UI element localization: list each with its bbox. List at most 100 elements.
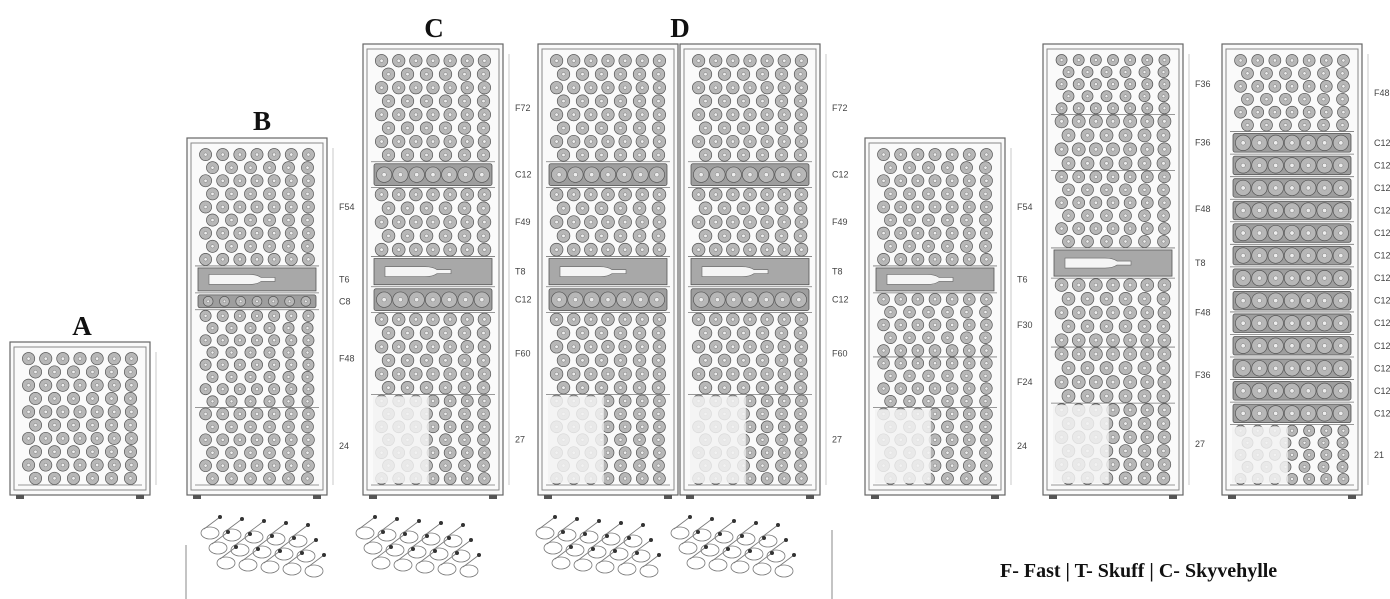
bottle-neck	[915, 205, 920, 209]
bottle-neck	[210, 375, 215, 379]
zone-label: C12	[1374, 296, 1390, 306]
bottle-neck	[798, 463, 803, 468]
bottle-neck	[413, 139, 418, 144]
bottle-neck	[657, 344, 662, 349]
bottle-neck	[571, 85, 576, 90]
bottle-neck	[1341, 453, 1346, 457]
bottle-neck	[1085, 394, 1090, 399]
bottle	[747, 537, 765, 551]
bottle-neck	[1123, 296, 1128, 301]
bottle-neck	[715, 297, 720, 303]
bottle	[266, 532, 286, 546]
bottle-neck	[1066, 94, 1071, 98]
bottle-neck	[741, 206, 746, 211]
bottle-neck	[933, 463, 937, 468]
bottle-neck	[465, 139, 470, 144]
bottle-neck	[703, 385, 708, 390]
bottle-neck	[305, 399, 310, 404]
bottle-neck	[1257, 163, 1262, 168]
bottle	[678, 541, 698, 555]
bottle-neck	[1111, 200, 1115, 205]
bottle-neck	[945, 476, 950, 481]
bottle-neck	[1240, 298, 1246, 304]
bottle-neck	[945, 450, 950, 455]
bottle-neck	[1161, 448, 1166, 453]
bottle-neck	[379, 372, 384, 376]
bottle-neck	[448, 139, 453, 144]
bottle-neck	[599, 233, 604, 238]
bottle-neck	[52, 396, 57, 401]
bottle	[612, 537, 630, 551]
bottle-neck	[1338, 320, 1344, 326]
zone-label: T8	[515, 267, 526, 277]
bottle-neck	[964, 191, 969, 196]
bottle-neck	[967, 437, 972, 442]
bottle	[642, 554, 660, 568]
zone-label: 24	[1017, 441, 1027, 451]
bottle-neck	[1162, 174, 1167, 179]
bottle-neck	[983, 424, 988, 429]
bottle	[543, 541, 563, 555]
bottle-neck	[95, 409, 100, 414]
zone-label: F48	[1195, 308, 1211, 318]
bottle	[255, 535, 273, 549]
bottle-neck	[220, 463, 225, 468]
bottle-neck	[1161, 239, 1166, 244]
bottle-neck	[888, 335, 893, 340]
cabinet-foot	[1228, 495, 1236, 499]
bottle-cap	[306, 523, 310, 527]
bottle-neck	[698, 172, 704, 178]
bottle-neck	[580, 99, 585, 104]
bottle	[296, 549, 316, 563]
bottle-neck	[33, 370, 38, 374]
bottle-neck	[255, 152, 259, 157]
bottle-neck	[305, 350, 310, 355]
bottle-neck	[448, 450, 453, 455]
bottle-neck	[1142, 213, 1147, 218]
bottle-neck	[964, 476, 969, 481]
bottle-neck	[950, 386, 954, 391]
bottle-neck	[255, 338, 259, 343]
bottle-neck	[1085, 187, 1090, 192]
bottle-neck	[1264, 71, 1269, 76]
bottle-neck	[657, 112, 662, 117]
bottle-neck	[580, 126, 585, 131]
zone-label: 27	[515, 435, 525, 445]
bottle-neck	[640, 139, 645, 144]
bottle-neck	[203, 152, 208, 157]
bottle-neck	[78, 356, 82, 361]
bottle-neck	[229, 476, 234, 481]
bottle	[538, 516, 556, 530]
bottle-neck	[656, 153, 661, 157]
bottle-neck	[950, 297, 954, 302]
bottle-neck	[482, 247, 487, 252]
bottle-neck	[1145, 435, 1150, 440]
bottle-neck	[482, 399, 487, 403]
bottle-neck	[26, 409, 31, 414]
bottle-neck	[984, 437, 989, 442]
bottle-neck	[747, 297, 753, 303]
bottle-neck	[210, 244, 215, 249]
bottle-neck	[289, 412, 294, 416]
bottle-neck	[1273, 343, 1279, 349]
bottle-neck	[386, 99, 391, 104]
bottle-neck	[571, 58, 576, 63]
bottle-neck	[696, 58, 701, 63]
bottle-neck	[580, 331, 585, 336]
bottle-neck	[267, 450, 272, 455]
bottle	[424, 522, 442, 536]
cabinet-unlabeled-7: F48C12C12C12C12C12C12C12C12C12C12C12C12C…	[1221, 43, 1390, 499]
bottle-neck	[782, 317, 787, 322]
bottle-neck	[1104, 239, 1109, 244]
bottle-neck	[782, 85, 787, 90]
bottle-neck	[1066, 239, 1071, 244]
bottle-neck	[623, 139, 628, 144]
bottle-neck	[888, 310, 893, 314]
bottle-neck	[730, 85, 735, 90]
bottle-neck	[1162, 58, 1167, 62]
bottle-neck	[222, 299, 227, 303]
bottle-neck	[431, 450, 435, 455]
bottle-neck	[1305, 388, 1311, 394]
bottle-neck	[52, 423, 57, 428]
